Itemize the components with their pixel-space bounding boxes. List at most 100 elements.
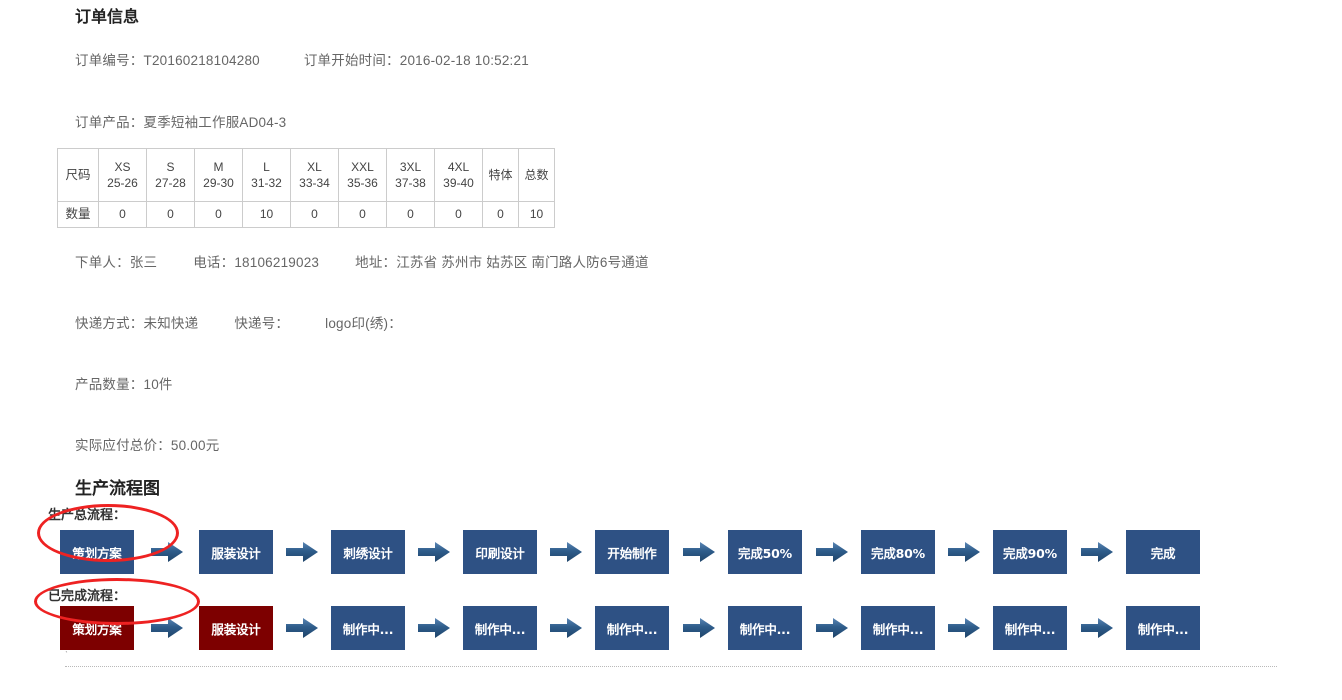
size-column-xl: XL 33-34 bbox=[290, 148, 339, 202]
quantity-m: 0 bbox=[194, 201, 243, 228]
quantity-4xl: 0 bbox=[434, 201, 483, 228]
size-range: 33-34 bbox=[299, 176, 330, 190]
buyer-value: 张三 bbox=[129, 255, 158, 270]
flow-step-box[interactable]: 完成 bbox=[1126, 530, 1200, 574]
total-flow-label: 生产总流程： bbox=[48, 508, 127, 523]
size-range: 39-40 bbox=[443, 176, 474, 190]
phone-label: 电话： bbox=[193, 255, 235, 270]
flow-step-box[interactable]: 制作中... bbox=[728, 606, 802, 650]
right-arrow-icon bbox=[815, 540, 848, 564]
size-range: 27-28 bbox=[155, 176, 186, 190]
size-column-xs: XS 25-26 bbox=[98, 148, 147, 202]
right-arrow-icon bbox=[550, 616, 582, 640]
quantity-xs: 0 bbox=[98, 201, 147, 228]
size-name: XXL bbox=[351, 159, 374, 174]
size-name: 4XL bbox=[447, 159, 470, 174]
size-column-xxl: XXL 35-36 bbox=[338, 148, 387, 202]
flow-step-box[interactable]: 完成90% bbox=[993, 530, 1067, 574]
quantity-xl: 0 bbox=[290, 201, 339, 228]
table-header-row: 尺码 XS 25-26 S 27-28 M 29-30 L 31-32 bbox=[57, 148, 555, 202]
right-arrow-icon bbox=[150, 540, 183, 564]
address-value: 江苏省 苏州市 姑苏区 南门路人防6号通道 bbox=[396, 255, 649, 270]
quantity-special: 0 bbox=[482, 201, 519, 228]
flow-step-box[interactable]: 制作中... bbox=[595, 606, 669, 650]
express-method-label: 快递方式： bbox=[75, 316, 144, 331]
product-quantity-label: 产品数量： bbox=[75, 377, 144, 392]
phone-value: 18106219023 bbox=[234, 255, 320, 270]
flow-step-box[interactable]: 印刷设计 bbox=[463, 530, 537, 574]
right-arrow-icon bbox=[948, 540, 980, 564]
flow-section-title: 生产流程图 bbox=[75, 479, 160, 499]
product-quantity-line: 产品数量：10件 bbox=[75, 373, 173, 393]
flow-step-box[interactable]: 完成80% bbox=[861, 530, 935, 574]
flow-step-box[interactable]: 服装设计 bbox=[199, 530, 273, 574]
size-name: S bbox=[166, 159, 175, 174]
order-number-label: 订单编号： bbox=[75, 53, 144, 68]
right-arrow-icon bbox=[1080, 616, 1113, 640]
right-arrow-icon bbox=[682, 540, 715, 564]
stray-mark: ˋ bbox=[65, 650, 68, 660]
size-range: 29-30 bbox=[203, 176, 234, 190]
total-price-line: 实际应付总价：50.00元 bbox=[75, 434, 219, 454]
quantity-xxl: 0 bbox=[338, 201, 387, 228]
size-column-3xl: 3XL 37-38 bbox=[386, 148, 435, 202]
flow-step-box[interactable]: 策划方案 bbox=[60, 530, 134, 574]
size-range: 35-36 bbox=[347, 176, 378, 190]
size-row-header: 尺码 bbox=[57, 148, 99, 202]
flow-step-box[interactable]: 制作中... bbox=[1126, 606, 1200, 650]
size-range: 31-32 bbox=[251, 176, 282, 190]
size-range: 37-38 bbox=[395, 176, 426, 190]
size-name: XS bbox=[114, 159, 131, 174]
size-column-total: 总数 bbox=[518, 148, 555, 202]
right-arrow-icon bbox=[815, 616, 848, 640]
right-arrow-icon bbox=[682, 616, 715, 640]
size-column-s: S 27-28 bbox=[146, 148, 195, 202]
quantity-total: 10 bbox=[518, 201, 555, 228]
bottom-divider bbox=[65, 666, 1277, 667]
table-row: 数量 0 0 0 10 0 0 0 0 0 10 bbox=[57, 201, 555, 228]
size-name: L bbox=[263, 159, 270, 174]
flow-step-box[interactable]: 完成50% bbox=[728, 530, 802, 574]
flow-step-box[interactable]: 刺绣设计 bbox=[331, 530, 405, 574]
product-quantity-value: 10件 bbox=[143, 377, 173, 392]
right-arrow-icon bbox=[948, 616, 980, 640]
completed-flow-label: 已完成流程： bbox=[48, 589, 127, 604]
flow-step-box[interactable]: 制作中... bbox=[463, 606, 537, 650]
quantity-row-header: 数量 bbox=[57, 201, 99, 228]
express-number-label: 快递号： bbox=[234, 316, 290, 331]
right-arrow-icon bbox=[1080, 540, 1113, 564]
express-method-value: 未知快递 bbox=[143, 316, 199, 331]
right-arrow-icon bbox=[150, 616, 183, 640]
logo-print-label: logo印(绣)： bbox=[325, 316, 402, 331]
total-price-label: 实际应付总价： bbox=[75, 438, 171, 453]
size-column-l: L 31-32 bbox=[242, 148, 291, 202]
size-quantity-table: 尺码 XS 25-26 S 27-28 M 29-30 L 31-32 bbox=[57, 148, 555, 228]
right-arrow-icon bbox=[550, 540, 582, 564]
order-number-value: T20160218104280 bbox=[143, 53, 260, 68]
flow-step-box[interactable]: 策划方案 bbox=[60, 606, 134, 650]
flow-step-box[interactable]: 开始制作 bbox=[595, 530, 669, 574]
right-arrow-icon bbox=[418, 540, 450, 564]
flow-step-box[interactable]: 制作中... bbox=[861, 606, 935, 650]
order-start-time-value: 2016-02-18 10:52:21 bbox=[399, 53, 529, 68]
right-arrow-icon bbox=[418, 616, 450, 640]
flow-step-box[interactable]: 制作中... bbox=[331, 606, 405, 650]
flow-step-box[interactable]: 服装设计 bbox=[199, 606, 273, 650]
order-info-section-title: 订单信息 bbox=[75, 7, 140, 26]
size-name: 3XL bbox=[399, 159, 422, 174]
order-product-label: 订单产品： bbox=[75, 115, 144, 130]
quantity-l: 10 bbox=[242, 201, 291, 228]
size-column-m: M 29-30 bbox=[194, 148, 243, 202]
right-arrow-icon bbox=[286, 540, 318, 564]
quantity-3xl: 0 bbox=[386, 201, 435, 228]
right-arrow-icon bbox=[286, 616, 318, 640]
flow-step-box[interactable]: 制作中... bbox=[993, 606, 1067, 650]
size-column-special: 特体 bbox=[482, 148, 519, 202]
total-price-value: 50.00元 bbox=[170, 438, 220, 453]
size-name: M bbox=[213, 159, 224, 174]
size-name: XL bbox=[307, 159, 322, 174]
address-label: 地址： bbox=[355, 255, 397, 270]
